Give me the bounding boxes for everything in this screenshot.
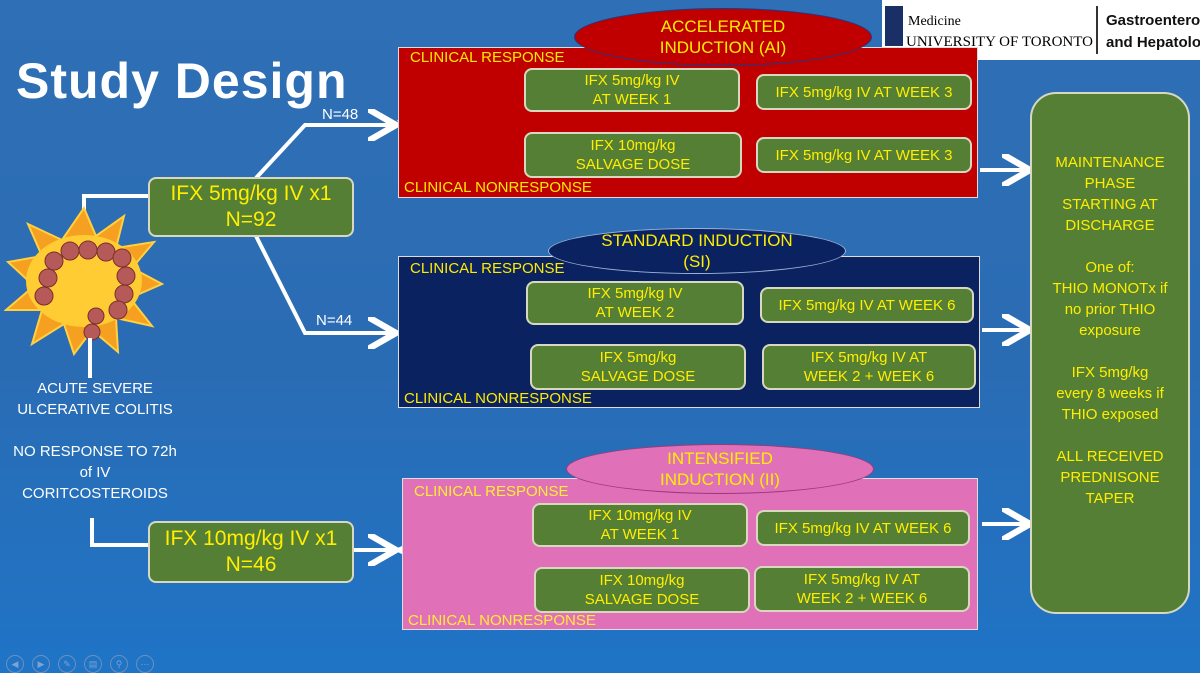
maint-line: THIO MONOTx if bbox=[1052, 280, 1168, 297]
ai-oval-line: ACCELERATED bbox=[660, 17, 786, 36]
si-oval-line: STANDARD INDUCTION bbox=[601, 231, 793, 250]
ii-box-line: IFX 10mg/kg bbox=[599, 572, 685, 589]
patient-line: ACUTE SEVERE bbox=[37, 380, 153, 397]
si-box-line: IFX 5mg/kg bbox=[599, 349, 677, 366]
ai-box-line: IFX 5mg/kg IV bbox=[584, 72, 680, 89]
n-si-label: N=44 bbox=[316, 312, 353, 329]
n-ai-label: N=48 bbox=[322, 106, 359, 123]
ii-box-line: SALVAGE DOSE bbox=[584, 591, 700, 608]
arm-10mg-n: N=46 bbox=[225, 553, 277, 576]
logo-dept-line2: and Hepatology bbox=[1106, 34, 1200, 51]
ii-response-label: CLINICAL RESPONSE bbox=[414, 483, 569, 500]
ai-box-line: SALVAGE DOSE bbox=[575, 156, 691, 173]
si-box-line: SALVAGE DOSE bbox=[580, 368, 696, 385]
ii-week2-week6-box: IFX 5mg/kg IV AT WEEK 2 + WEEK 6 bbox=[754, 566, 970, 612]
ai-oval-line: INDUCTION (AI) bbox=[659, 38, 787, 57]
ii-box-line: WEEK 2 + WEEK 6 bbox=[796, 590, 928, 607]
maint-line: One of: bbox=[1085, 259, 1135, 276]
ai-response-dose-box: IFX 5mg/kg IV AT WEEK 1 bbox=[524, 68, 740, 112]
si-nonresponse-label: CLINICAL NONRESPONSE bbox=[404, 390, 592, 407]
ii-response-dose-box: IFX 10mg/kg IV AT WEEK 1 bbox=[532, 503, 748, 547]
maint-line: exposure bbox=[1079, 322, 1141, 339]
ii-oval: INTENSIFIED INDUCTION (II) bbox=[566, 444, 874, 494]
si-week6-box: IFX 5mg/kg IV AT WEEK 6 bbox=[760, 287, 974, 323]
arm-10mg-box: IFX 10mg/kg IV x1 N=46 bbox=[148, 521, 354, 583]
ii-nonresponse-label: CLINICAL NONRESPONSE bbox=[408, 612, 596, 629]
ii-oval-line: INDUCTION (II) bbox=[660, 470, 780, 489]
maint-line: DISCHARGE bbox=[1065, 217, 1155, 234]
prev-icon[interactable]: ◀ bbox=[6, 655, 24, 673]
logo-university: UNIVERSITY OF TORONTO bbox=[906, 34, 1093, 50]
si-box-line: IFX 5mg/kg IV bbox=[587, 285, 683, 302]
maint-line: PREDNISONE bbox=[1060, 469, 1160, 486]
arm-10mg-dose: IFX 10mg/kg IV x1 bbox=[164, 527, 338, 550]
maint-line: STARTING AT bbox=[1062, 196, 1158, 213]
ai-week3-box-2: IFX 5mg/kg IV AT WEEK 3 bbox=[756, 137, 972, 173]
pen-icon[interactable]: ✎ bbox=[58, 655, 76, 673]
ii-week6-box: IFX 5mg/kg IV AT WEEK 6 bbox=[756, 510, 970, 546]
patient-line: CORITCOSTEROIDS bbox=[22, 485, 168, 502]
patient-connector bbox=[88, 338, 92, 378]
si-box-line: IFX 5mg/kg IV AT bbox=[810, 349, 928, 366]
inflamed-colon-icon bbox=[4, 206, 164, 356]
si-box-line: WEEK 2 + WEEK 6 bbox=[803, 368, 935, 385]
maint-line: IFX 5mg/kg bbox=[1071, 364, 1149, 381]
patient-description: ACUTE SEVERE ULCERATIVE COLITIS NO RESPO… bbox=[0, 378, 190, 504]
maint-line: PHASE bbox=[1084, 175, 1136, 192]
patient-line: NO RESPONSE TO 72h bbox=[13, 443, 177, 460]
ai-box-line: IFX 10mg/kg bbox=[590, 137, 676, 154]
maint-line: MAINTENANCE bbox=[1055, 154, 1165, 171]
maint-line: THIO exposed bbox=[1061, 406, 1159, 423]
maint-line: TAPER bbox=[1085, 490, 1135, 507]
si-box-line: AT WEEK 2 bbox=[595, 304, 675, 321]
presenter-toolbar: ◀ ▶ ✎ ▤ ⚲ ⋯ bbox=[6, 655, 154, 673]
si-oval-line: (SI) bbox=[683, 252, 711, 271]
si-response-dose-box: IFX 5mg/kg IV AT WEEK 2 bbox=[526, 281, 744, 325]
ii-box-line: AT WEEK 1 bbox=[600, 526, 680, 543]
ii-oval-line: INTENSIFIED bbox=[667, 449, 773, 468]
arm-5mg-box: IFX 5mg/kg IV x1 N=92 bbox=[148, 177, 354, 237]
maint-line: no prior THIO bbox=[1064, 301, 1156, 318]
logo-faculty: Medicine bbox=[908, 14, 961, 29]
si-response-label: CLINICAL RESPONSE bbox=[410, 260, 565, 277]
ai-nonresponse-label: CLINICAL NONRESPONSE bbox=[404, 179, 592, 196]
more-icon[interactable]: ⋯ bbox=[136, 655, 154, 673]
si-salvage-dose-box: IFX 5mg/kg SALVAGE DOSE bbox=[530, 344, 746, 390]
maintenance-phase-box: MAINTENANCE PHASE STARTING AT DISCHARGE … bbox=[1030, 92, 1190, 614]
ii-box-line: IFX 10mg/kg IV bbox=[588, 507, 692, 524]
ii-salvage-dose-box: IFX 10mg/kg SALVAGE DOSE bbox=[534, 567, 750, 613]
ai-oval: ACCELERATED INDUCTION (AI) bbox=[574, 8, 872, 66]
logo-divider bbox=[1096, 6, 1098, 54]
zoom-icon[interactable]: ⚲ bbox=[110, 655, 128, 673]
ai-salvage-dose-box: IFX 10mg/kg SALVAGE DOSE bbox=[524, 132, 742, 178]
ai-week3-box-1: IFX 5mg/kg IV AT WEEK 3 bbox=[756, 74, 972, 110]
patient-line: of IV bbox=[79, 464, 111, 481]
maint-line: ALL RECEIVED bbox=[1056, 448, 1164, 465]
ai-response-label: CLINICAL RESPONSE bbox=[410, 49, 565, 66]
slides-icon[interactable]: ▤ bbox=[84, 655, 102, 673]
patient-line: ULCERATIVE COLITIS bbox=[17, 401, 173, 418]
arm-5mg-n: N=92 bbox=[225, 208, 277, 231]
si-oval: STANDARD INDUCTION (SI) bbox=[548, 228, 846, 274]
si-week2-week6-box: IFX 5mg/kg IV AT WEEK 2 + WEEK 6 bbox=[762, 344, 976, 390]
maint-line: every 8 weeks if bbox=[1056, 385, 1164, 402]
ai-box-line: AT WEEK 1 bbox=[592, 91, 672, 108]
ii-box-line: IFX 5mg/kg IV AT bbox=[803, 571, 921, 588]
slide-title: Study Design bbox=[16, 53, 348, 109]
logo-dept-line1: Gastroenterology bbox=[1106, 12, 1200, 29]
arm-5mg-dose: IFX 5mg/kg IV x1 bbox=[170, 182, 332, 205]
next-icon[interactable]: ▶ bbox=[32, 655, 50, 673]
crest-icon bbox=[885, 6, 903, 46]
